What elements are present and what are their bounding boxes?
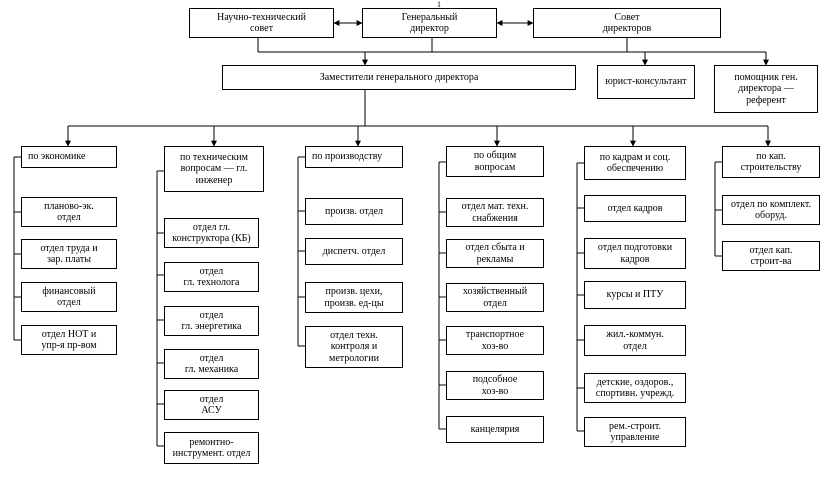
department-box: отдел сбыта и рекламы xyxy=(446,239,544,268)
department-box: отдел по комплект. оборуд. xyxy=(722,195,820,225)
department-box: отдел АСУ xyxy=(164,390,259,420)
department-box: отдел гл. энергетика xyxy=(164,306,259,336)
general-director-box: Генеральный директор xyxy=(362,8,497,38)
deputy-hr-header: по кадрам и соц. обеспечению xyxy=(584,146,686,180)
department-box: отдел гл. конструктора (КБ) xyxy=(164,218,259,248)
department-box: курсы и ПТУ xyxy=(584,281,686,309)
deputy-production-header: по производству xyxy=(305,146,403,168)
department-box: отдел гл. механика xyxy=(164,349,259,379)
department-box: канцелярия xyxy=(446,416,544,443)
department-box: отдел кап. строит-ва xyxy=(722,241,820,271)
deputy-construction-header: по кап. строительству xyxy=(722,146,820,178)
assistant-box: помощник ген. директора — референт xyxy=(714,65,818,113)
department-box: жил.-коммун. отдел xyxy=(584,325,686,356)
department-box: планово-эк. отдел xyxy=(21,197,117,227)
department-box: транспортное хоз-во xyxy=(446,326,544,355)
department-box: диспетч. отдел xyxy=(305,238,403,265)
page-number: 1 xyxy=(437,0,441,9)
department-box: финансовый отдел xyxy=(21,282,117,312)
department-box: отдел гл. технолога xyxy=(164,262,259,292)
department-box: отдел техн. контроля и метрологии xyxy=(305,326,403,368)
department-box: хозяйственный отдел xyxy=(446,283,544,312)
department-box: отдел мат. техн. снабжения xyxy=(446,198,544,227)
deputy-general-header: по общим вопросам xyxy=(446,146,544,177)
department-box: произв. цехи, произв. ед-цы xyxy=(305,282,403,313)
deputy-technical-header: по техническим вопросам — гл. инженер xyxy=(164,146,264,192)
deputy-economics-header: по экономике xyxy=(21,146,117,168)
department-box: отдел кадров xyxy=(584,195,686,222)
department-box: подсобное хоз-во xyxy=(446,371,544,400)
department-box: отдел труда и зар. платы xyxy=(21,239,117,269)
department-box: рем.-строит. управление xyxy=(584,417,686,447)
scientific-council-box: Научно-технический совет xyxy=(189,8,334,38)
department-box: отдел подготовки кадров xyxy=(584,238,686,269)
lawyer-box: юрист-консультант xyxy=(597,65,695,99)
board-of-directors-box: Совет директоров xyxy=(533,8,721,38)
department-box: ремонтно- инструмент. отдел xyxy=(164,432,259,464)
department-box: детские, оздоров., спортивн. учрежд. xyxy=(584,373,686,403)
department-box: отдел НОТ и упр-я пр-вом xyxy=(21,325,117,355)
deputies-box: Заместители генерального директора xyxy=(222,65,576,90)
department-box: произв. отдел xyxy=(305,198,403,225)
